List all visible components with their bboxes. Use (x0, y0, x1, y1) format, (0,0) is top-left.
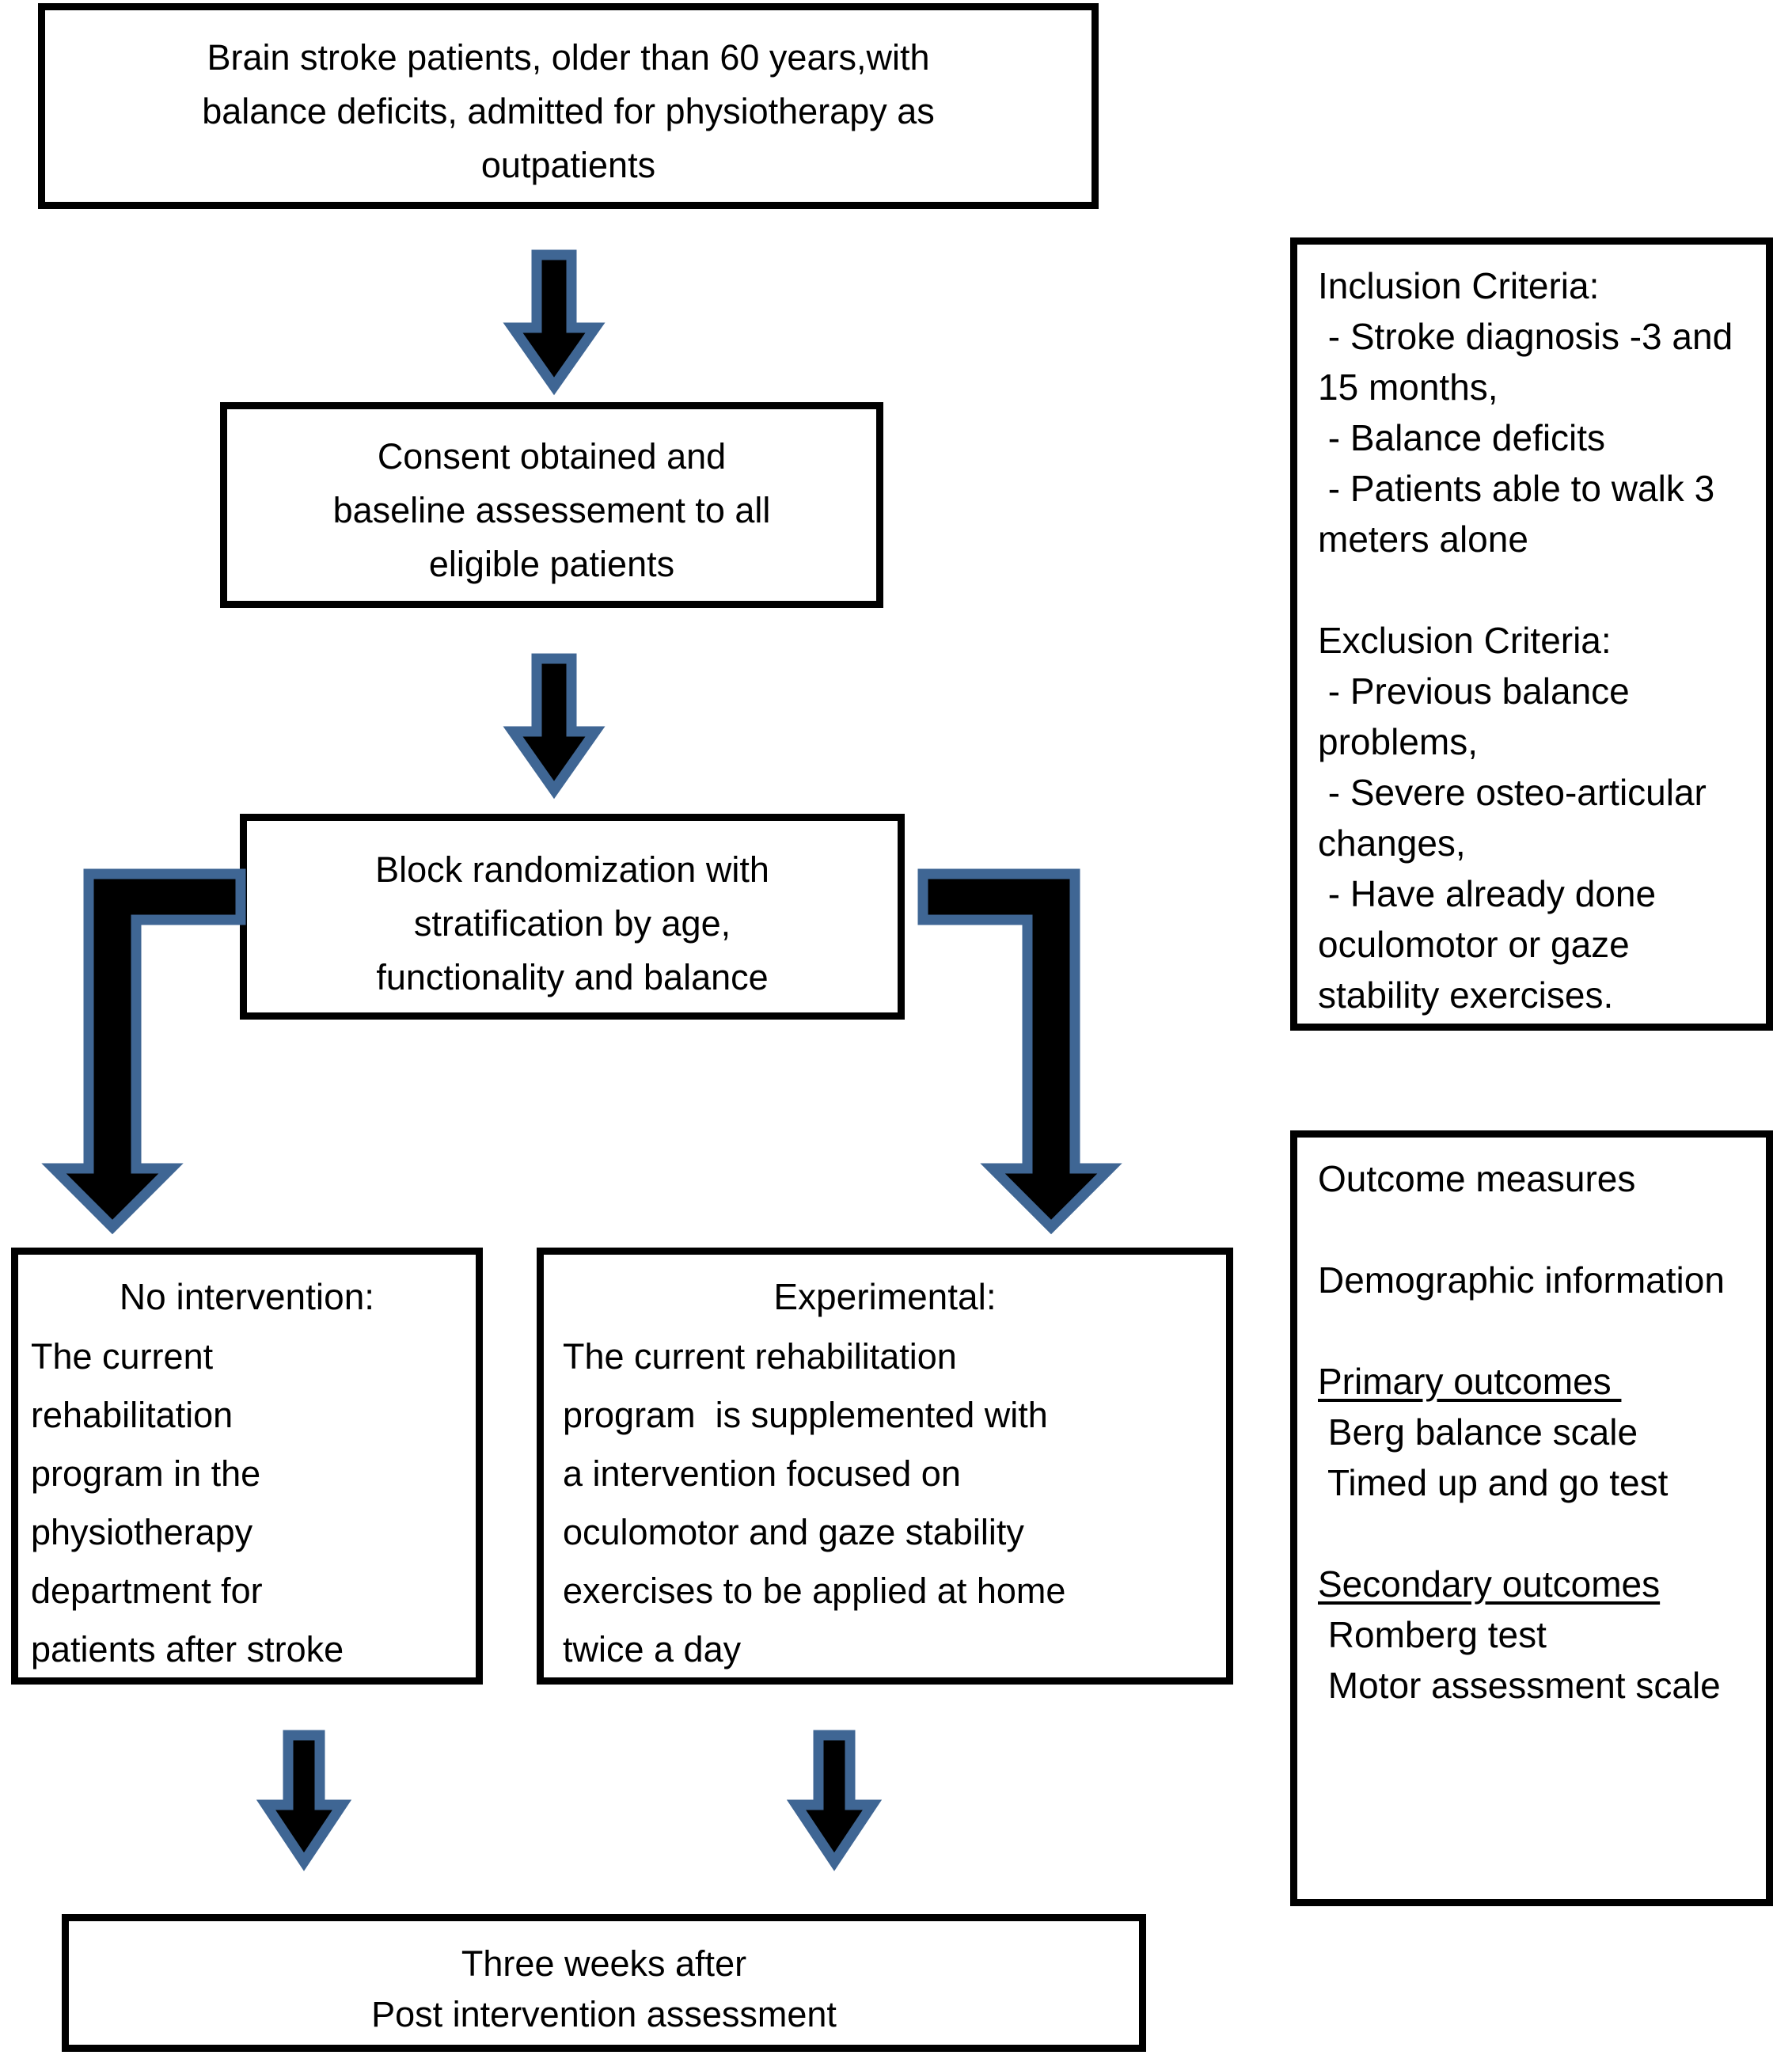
secondary-outcomes-heading: Secondary outcomes (1318, 1563, 1661, 1605)
panel-criteria: Inclusion Criteria: - Stroke diagnosis -… (1290, 237, 1773, 1031)
primary-outcomes-heading: Primary outcomes (1318, 1361, 1622, 1402)
text-line: patients after stroke (31, 1629, 344, 1669)
exclusion-item: stability exercises. (1318, 974, 1614, 1016)
secondary-outcome-item: Romberg test (1318, 1614, 1547, 1655)
exclusion-item: changes, (1318, 822, 1466, 864)
text-line: baseline assessement to all (332, 490, 771, 530)
text-line: The current rehabilitation (563, 1336, 957, 1377)
arrow-experimental-to-followup-icon (786, 1730, 883, 1871)
primary-outcome-item: Timed up and go test (1318, 1462, 1669, 1503)
text-line: stratification by age, (413, 903, 731, 944)
spacer (1318, 1508, 1760, 1559)
outcomes-heading: Outcome measures (1318, 1158, 1636, 1199)
inclusion-item: - Stroke diagnosis -3 and (1318, 316, 1733, 357)
node-eligibility-text: Brain stroke patients, older than 60 yea… (45, 31, 1092, 192)
panel-criteria-body: Inclusion Criteria: - Stroke diagnosis -… (1318, 260, 1760, 1020)
experimental-arm-title: Experimental: (773, 1276, 997, 1317)
exclusion-item: problems, (1318, 721, 1478, 762)
text-line: exercises to be applied at home (563, 1571, 1066, 1611)
text-line: department for (31, 1571, 263, 1611)
spacer (1318, 1305, 1760, 1356)
text-line: Brain stroke patients, older than 60 yea… (207, 37, 930, 78)
text-line: program is supplemented with (563, 1395, 1048, 1435)
primary-outcome-item: Berg balance scale (1318, 1411, 1638, 1453)
node-randomization: Block randomization with stratification … (240, 814, 905, 1020)
text-line: The current (31, 1336, 214, 1377)
arrow-eligibility-to-consent-icon (503, 249, 606, 396)
exclusion-item: - Previous balance (1318, 670, 1630, 712)
node-followup: Three weeks after Post intervention asse… (62, 1914, 1146, 2052)
text-line: physiotherapy (31, 1512, 253, 1552)
text-line: Block randomization with (375, 849, 769, 890)
secondary-outcome-item: Motor assessment scale (1318, 1665, 1721, 1706)
inclusion-heading: Inclusion Criteria: (1318, 265, 1600, 306)
arrow-control-to-followup-icon (256, 1730, 352, 1871)
text-line: outpatients (480, 145, 656, 185)
node-eligibility: Brain stroke patients, older than 60 yea… (38, 3, 1099, 209)
inclusion-item: - Balance deficits (1318, 417, 1606, 458)
panel-outcome-measures-body: Outcome measures Demographic information… (1318, 1153, 1760, 1711)
panel-outcome-measures: Outcome measures Demographic information… (1290, 1130, 1773, 1906)
experimental-arm-body: The current rehabilitation program is su… (563, 1328, 1218, 1679)
inclusion-item: 15 months, (1318, 367, 1498, 408)
node-randomization-text: Block randomization with stratification … (247, 843, 898, 1005)
text-line: rehabilitation (31, 1395, 233, 1435)
inclusion-item: meters alone (1318, 518, 1528, 560)
arrow-randomization-to-experimental-icon (917, 868, 1122, 1235)
node-experimental-arm: Experimental: The current rehabilitation… (537, 1248, 1233, 1685)
text-line: twice a day (563, 1629, 742, 1669)
exclusion-item: - Severe osteo-articular (1318, 772, 1707, 813)
exclusion-heading: Exclusion Criteria: (1318, 620, 1612, 661)
text-line: eligible patients (428, 544, 675, 584)
exclusion-item: - Have already done (1318, 873, 1657, 914)
text-line: Consent obtained and (377, 436, 727, 477)
text-line: program in the (31, 1453, 261, 1494)
exclusion-item: oculomotor or gaze (1318, 924, 1630, 965)
control-arm-body: The current rehabilitation program in th… (31, 1328, 468, 1679)
node-followup-text: Three weeks after Post intervention asse… (69, 1939, 1139, 2040)
arrow-consent-to-randomization-icon (503, 653, 606, 800)
node-consent-text: Consent obtained and baseline assessemen… (227, 430, 876, 591)
spacer (1318, 564, 1760, 615)
node-consent: Consent obtained and baseline assessemen… (220, 402, 883, 608)
control-arm-title: No intervention: (119, 1276, 375, 1317)
arrow-randomization-to-control-icon (41, 868, 247, 1235)
text-line: oculomotor and gaze stability (563, 1512, 1024, 1552)
text-line: a intervention focused on (563, 1453, 961, 1494)
demographics-item: Demographic information (1318, 1259, 1725, 1301)
text-line: balance deficits, admitted for physiothe… (202, 91, 935, 131)
spacer (1318, 1204, 1760, 1255)
text-line: Three weeks after (461, 1943, 747, 1984)
text-line: Post intervention assessment (371, 1994, 837, 2034)
text-line: functionality and balance (376, 957, 769, 997)
node-control-arm: No intervention: The current rehabilitat… (11, 1248, 483, 1685)
inclusion-item: - Patients able to walk 3 (1318, 468, 1715, 509)
